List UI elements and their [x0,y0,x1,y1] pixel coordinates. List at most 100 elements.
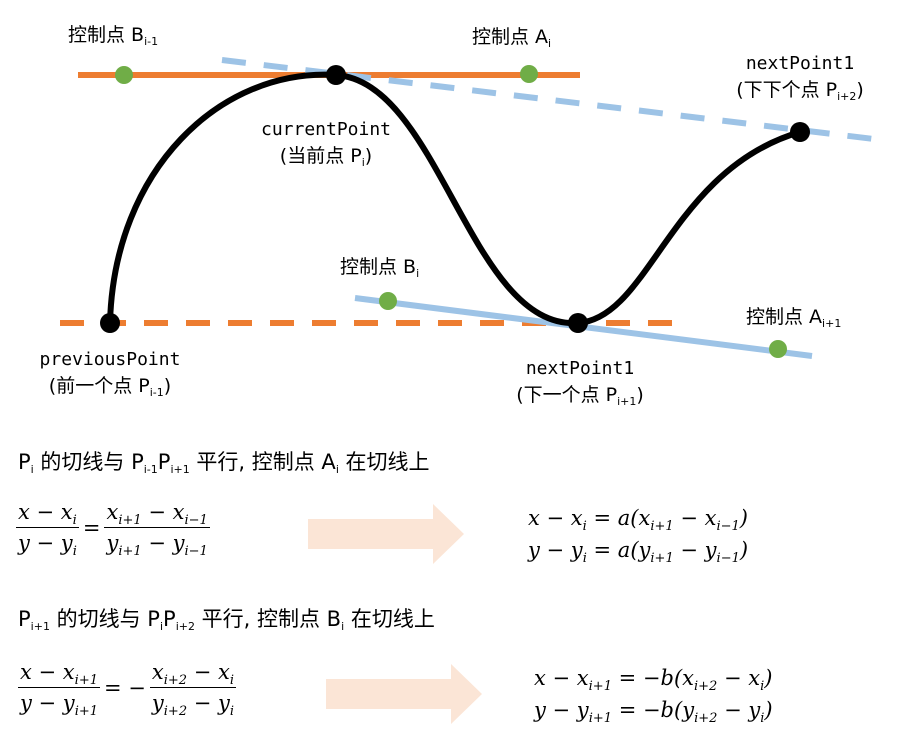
subscript: i+2 [163,704,188,719]
bezier-diagram [60,57,883,359]
section2-results: x − xi+1 = −b(xi+2 − xi) y − yi+1 = −b(y… [534,662,773,726]
subscript: i [30,463,34,476]
subscript: i−1 [716,551,740,566]
point-close: ) [636,384,644,406]
point-desc: (下一个点 P [516,384,618,406]
result-x: x − xi+1 = −b(xi+2 − xi) [534,666,773,694]
point-name: currentPoint [260,119,392,140]
point-name: nextPoint1 [525,358,635,379]
subscript: i+2 [175,620,195,633]
label-current-point: currentPoint (当前点 Pi) [261,116,391,170]
control-point-a-next [769,340,787,358]
subscript: i+1 [588,679,612,694]
subscript: i+2 [694,711,718,726]
subscript: i−1 [716,519,740,534]
section1-heading: Pi 的切线与 Pi-1Pi+1 平行, 控制点 Ai 在切线上 [18,450,430,476]
label-next-point2: nextPoint1 (下下个点 Pi+2) [736,50,864,104]
bezier-curve [107,71,801,327]
label-control-b-prev: 控制点 Bi-1 [68,24,159,48]
numerator: xi+2 − xi [149,660,237,688]
subscript: i [582,519,587,534]
point-desc: (下下个点 P [736,79,838,101]
label-sub: i [548,37,552,50]
arrow-right-icon [308,504,464,564]
label-text: 控制点 A [472,26,549,48]
label-sub: i+1 [822,317,842,330]
subscript: i+1 [650,551,674,566]
subscript: i+1 [118,544,142,559]
subscript: i+2 [694,679,718,694]
subscript: i+1 [170,463,190,476]
fraction-left: x − xi+1 y − yi+1 [18,660,100,719]
control-point-b-i [379,292,397,310]
point-name: nextPoint1 [745,53,855,74]
next-point2-marker [790,122,810,142]
point-sub: i [361,156,365,169]
point-desc: (前一个点 P [48,375,150,397]
point-close: ) [856,79,864,101]
label-text: 控制点 B [68,24,145,46]
subscript: i [335,463,339,476]
subscript: i [229,704,235,719]
subscript: i-1 [143,463,158,476]
point-name: previousPoint [39,349,181,370]
fraction-right: xi+1 − xi−1 yi+1 − yi−1 [104,500,210,559]
subscript: i [582,551,587,566]
result-x: x − xi = a(xi+1 − xi−1) [528,506,748,534]
section2-equation: x − xi+1 y − yi+1 = − xi+2 − xi yi+2 − yi [18,660,237,719]
section2-heading: Pi+1 的切线与 PiPi+2 平行, 控制点 Bi 在切线上 [18,607,435,633]
subscript: i [760,711,765,726]
section1-equation: x − xi y − yi = xi+1 − xi−1 yi+1 − yi−1 [16,500,210,559]
current-point-marker [326,65,346,85]
subscript: i [72,513,77,528]
denominator: y − yi [18,531,77,559]
denominator: yi+1 − yi−1 [106,531,208,559]
numerator: x − xi+1 [18,660,100,688]
point-sub: i-1 [149,386,164,399]
subscript: i+1 [30,620,50,633]
previous-point-marker [100,313,120,333]
label-previous-point: previousPoint (前一个点 Pi-1) [40,346,181,400]
label-control-a-i: 控制点 Ai [472,26,552,50]
point-sub: i+1 [617,395,637,408]
denominator: y − yi+1 [20,691,99,719]
subscript: i+1 [588,711,613,726]
point-close: ) [163,375,172,397]
point-sub: i+2 [837,90,857,103]
numerator: xi+1 − xi−1 [104,500,210,528]
equals-sign: = [82,515,101,540]
fraction-right: xi+2 − xi yi+2 − yi [149,660,237,719]
result-y: y − yi = a(yi+1 − yi−1) [528,538,749,566]
control-point-b-prev [115,66,133,84]
label-sub: i [416,267,420,280]
subscript: i+1 [74,704,99,719]
fraction-left: x − xi y − yi [16,500,79,559]
label-control-b-i: 控制点 Bi [340,256,420,280]
arrow-right-icon [326,664,482,724]
subscript: i [159,620,164,633]
parallel-line-next2-dashed [221,57,883,143]
next-point1-marker [568,313,588,333]
point-close: ) [364,145,373,167]
subscript: i [341,620,345,633]
numerator: x − xi [16,500,79,528]
subscript: i+1 [118,513,142,528]
denominator: yi+2 − yi [151,691,235,719]
subscript: i−1 [184,544,208,559]
subscript: i [72,544,77,559]
subscript: i+1 [74,673,98,688]
subscript: i [229,673,235,688]
point-desc: (当前点 P [279,145,362,167]
section1-results: x − xi = a(xi+1 − xi−1) y − yi = a(yi+1 … [528,502,748,566]
label-text: 控制点 B [340,256,417,278]
subscript: i−1 [184,513,208,528]
subscript: i+2 [163,673,188,688]
label-next-point1: nextPoint1 (下一个点 Pi+1) [516,355,644,409]
equals-sign: = − [104,675,146,700]
label-control-a-next: 控制点 Ai+1 [746,306,842,330]
label-sub: i-1 [144,35,159,48]
result-y: y − yi+1 = −b(yi+2 − yi) [534,698,773,726]
label-text: 控制点 A [746,306,823,328]
subscript: i+1 [650,519,674,534]
subscript: i [760,679,765,694]
